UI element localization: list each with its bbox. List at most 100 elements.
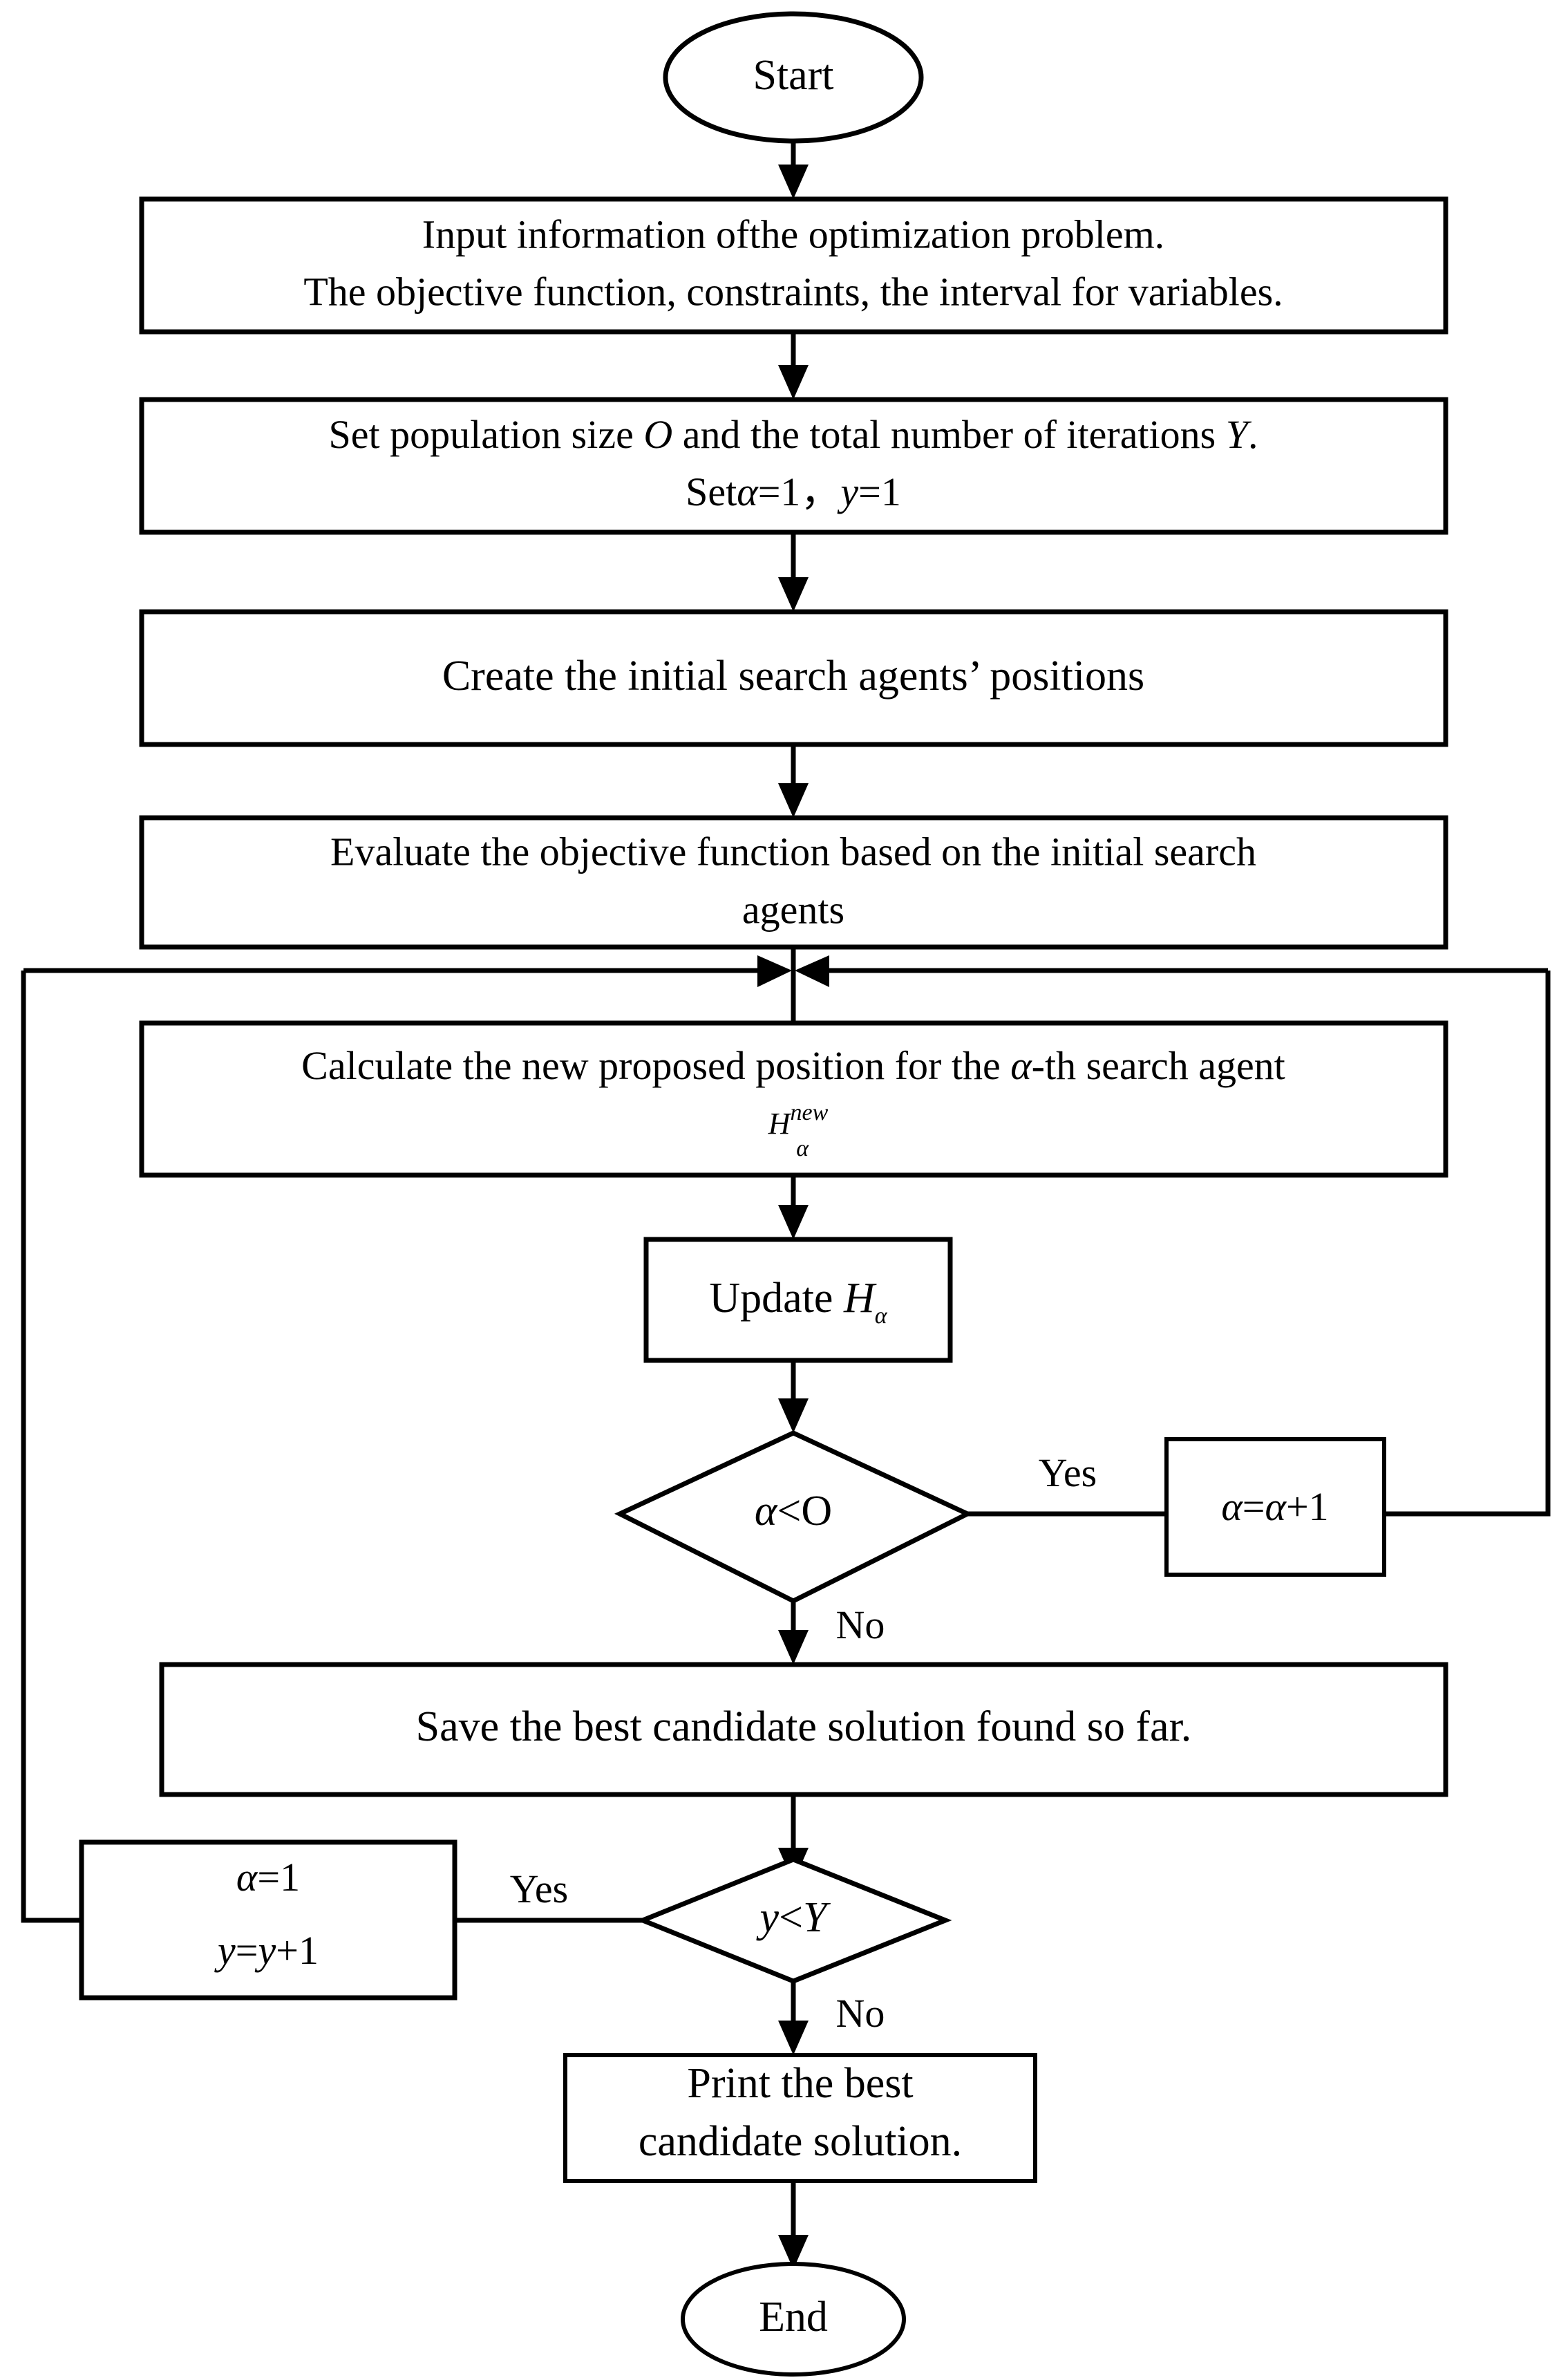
set-population-l2e: =1 (858, 469, 901, 514)
node-print-best[interactable]: Print the best candidate solution. (563, 2053, 1037, 2183)
node-set-population[interactable]: Set population size O and the total numb… (139, 397, 1448, 535)
node-end[interactable]: End (681, 2262, 906, 2377)
arrowhead-input-to-setpop (778, 365, 809, 400)
edge-label-y-yes: Yes (510, 1866, 568, 1911)
update-h-box (643, 1237, 953, 1363)
input-information-line1: Input information ofthe optimization pro… (422, 212, 1164, 256)
decision-y-sym1: y (756, 1894, 780, 1941)
edges-layer (21, 133, 1551, 2269)
input-information-box (139, 196, 1448, 335)
increment-alpha-label: α=α+1 (1221, 1484, 1328, 1529)
node-decision-alpha-lt-o[interactable]: α<O (614, 1430, 974, 1604)
update-h-text: Update (709, 1275, 844, 1322)
arrowhead-left-into-junction (757, 955, 792, 987)
set-population-l2b: α (737, 469, 759, 514)
edge-label-alpha-yes: Yes (1039, 1450, 1097, 1495)
arrowhead-print-to-end (778, 2235, 809, 2269)
calculate-formula-sub: α (796, 1136, 809, 1161)
update-h-label: Update Hα (709, 1275, 887, 1329)
decision-alpha-label: α<O (755, 1488, 832, 1535)
decision-alpha-cond: <O (777, 1488, 832, 1535)
increment-alpha-sym2: α (1265, 1484, 1287, 1529)
reset-alpha-box (79, 1839, 457, 2000)
node-input-information[interactable]: Input information ofthe optimization pro… (139, 196, 1448, 335)
set-population-box (139, 397, 1448, 535)
node-start[interactable]: Start (663, 11, 924, 144)
calculate-l1c: -th search agent (1032, 1043, 1285, 1088)
update-h-subscript: α (875, 1303, 888, 1329)
set-population-l1b: O (643, 412, 672, 457)
set-population-l1d: Y (1226, 412, 1252, 457)
node-evaluate[interactable]: Evaluate the objective function based on… (139, 815, 1448, 950)
calculate-l1b: α (1010, 1043, 1032, 1088)
decision-y-op: < (779, 1894, 803, 1941)
calculate-l1a: Calculate the new proposed position for … (301, 1043, 1010, 1088)
update-h-symbol: H (843, 1275, 877, 1322)
node-increment-alpha[interactable]: α=α+1 (1164, 1437, 1386, 1577)
evaluate-box (139, 815, 1448, 950)
start-terminator-shape (663, 11, 924, 144)
print-best-line1: Print the best (687, 2060, 913, 2107)
increment-alpha-box (1164, 1437, 1386, 1577)
set-population-line1: Set population size O and the total numb… (328, 412, 1258, 457)
decision-y-diamond (636, 1857, 952, 1984)
arrowhead-update-to-decision-alpha (778, 1398, 809, 1433)
start-label: Start (753, 52, 833, 99)
save-best-box (159, 1662, 1448, 1797)
decision-alpha-diamond (614, 1430, 974, 1604)
calculate-position-box (139, 1020, 1448, 1178)
reset-y-sym1: y (214, 1928, 236, 1973)
set-population-line2: Setα=1，y=1 (686, 469, 901, 514)
reset-alpha-sym: α (236, 1855, 258, 1900)
print-best-box (563, 2053, 1037, 2183)
create-positions-box (139, 609, 1448, 747)
set-population-l2a: Set (686, 469, 737, 514)
reset-y-sym2: y (255, 1928, 276, 1973)
edge-reset-alpha-loop (21, 971, 82, 1923)
edge-label-y-no: No (836, 1991, 885, 2036)
create-positions-label: Create the initial search agents’ positi… (442, 653, 1144, 700)
evaluate-line2: agents (742, 887, 844, 932)
increment-alpha-sym1: α (1221, 1484, 1243, 1529)
set-population-l1c: and the total number of iterations (672, 412, 1226, 457)
decision-y-sym2: Y (803, 1894, 831, 1941)
arrowhead-create-to-evaluate (778, 783, 809, 818)
arrowhead-start-to-input (778, 165, 809, 199)
set-population-l1a: Set population size (328, 412, 643, 457)
node-update-h[interactable]: Update Hα (643, 1237, 953, 1363)
end-label: End (759, 2294, 828, 2341)
arrowhead-setpop-to-create (778, 577, 809, 612)
end-terminator-shape (681, 2262, 906, 2377)
increment-alpha-plus1: +1 (1286, 1484, 1329, 1529)
decision-alpha-symbol: α (755, 1488, 778, 1535)
set-population-l1e: . (1248, 412, 1258, 457)
edge-label-alpha-no: No (836, 1602, 885, 1647)
reset-alpha-line1: α=1 (236, 1855, 300, 1900)
node-reset-alpha[interactable]: α=1 y=y+1 (79, 1839, 457, 2000)
calculate-formula-sup: new (791, 1100, 829, 1125)
arrowhead-calculate-to-update (778, 1205, 809, 1239)
edge-labels-layer: Yes No Yes No (510, 1450, 1097, 2036)
node-save-best[interactable]: Save the best candidate solution found s… (159, 1662, 1448, 1797)
node-create-positions[interactable]: Create the initial search agents’ positi… (139, 609, 1448, 747)
save-best-label: Save the best candidate solution found s… (416, 1703, 1192, 1750)
evaluate-line1: Evaluate the objective function based on… (330, 829, 1256, 874)
edge-increment-alpha-loop (1384, 971, 1551, 1517)
increment-alpha-eq: = (1243, 1484, 1265, 1529)
reset-y-eq: = (236, 1928, 258, 1973)
reset-alpha-val: =1 (257, 1855, 300, 1900)
arrowhead-right-into-junction (795, 955, 829, 987)
set-population-l2c: =1， (758, 469, 841, 514)
set-population-l2d: y (837, 469, 858, 514)
reset-y-plus1: +1 (276, 1928, 319, 1973)
calculate-position-line1: Calculate the new proposed position for … (301, 1043, 1285, 1088)
decision-y-label: y<Y (756, 1894, 831, 1941)
node-calculate-position[interactable]: Calculate the new proposed position for … (139, 1020, 1448, 1178)
node-decision-y-lt-Y[interactable]: y<Y (636, 1857, 952, 1984)
arrowhead-decision-y-no (778, 2021, 809, 2055)
input-information-line2: The objective function, constraints, the… (303, 269, 1283, 314)
reset-alpha-line2: y=y+1 (214, 1928, 319, 1973)
